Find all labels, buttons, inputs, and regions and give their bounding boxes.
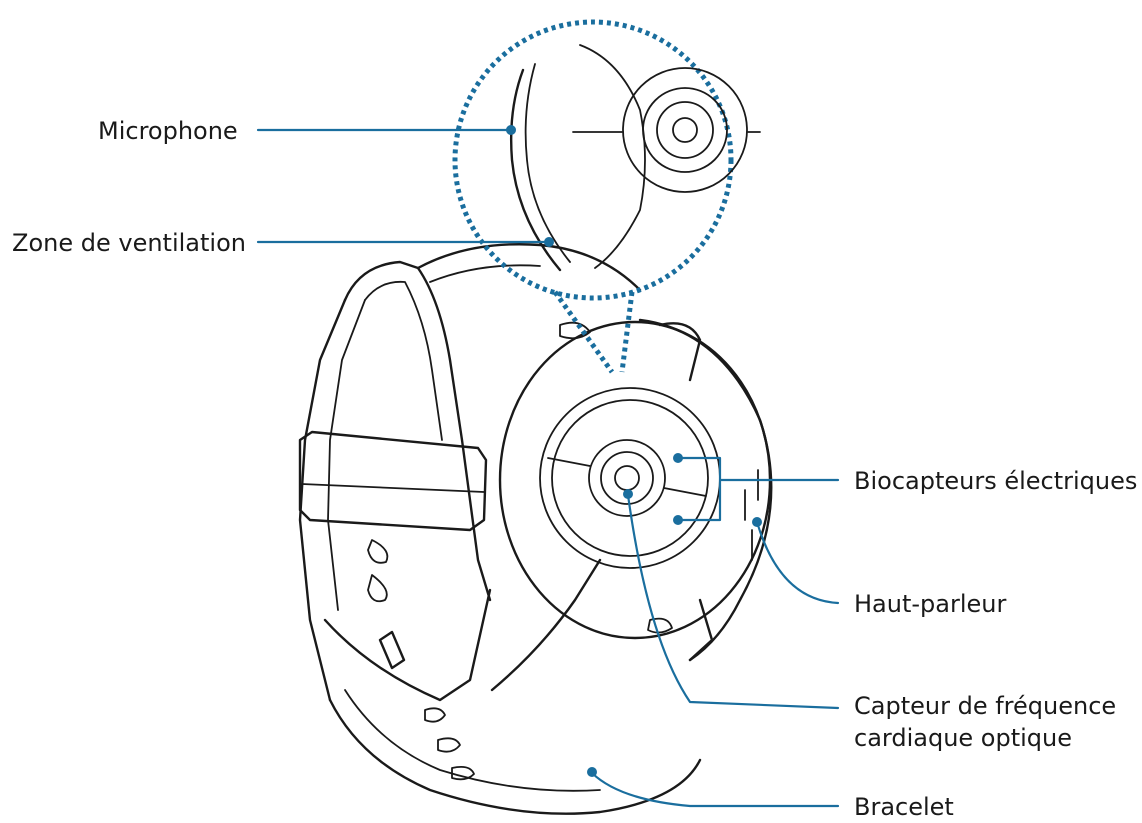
marker-strap (587, 767, 597, 777)
watch-illustration (298, 243, 773, 815)
callouts (256, 125, 840, 808)
label-speaker: Haut-parleur (854, 590, 1006, 618)
label-microphone: Microphone (98, 117, 238, 145)
strap-bracelet (328, 558, 702, 815)
label-hr-sensor-line1: Capteur de fréquence (854, 692, 1116, 720)
zoom-connector-right (619, 291, 635, 373)
watch-body (498, 318, 773, 662)
label-hr-sensor-line2: cardiaque optique (854, 724, 1072, 752)
label-biosensors: Biocapteurs électriques (854, 467, 1137, 495)
marker-microphone (506, 125, 516, 135)
marker-ventilation (544, 237, 554, 247)
label-ventilation: Zone de ventilation (12, 229, 246, 257)
marker-speaker (752, 517, 762, 527)
marker-biosensor-bottom (673, 515, 683, 525)
marker-biosensor-top (673, 453, 683, 463)
zoom-inset (452, 19, 761, 374)
leader-hr-sensor (626, 493, 840, 710)
label-strap: Bracelet (854, 793, 954, 821)
zoom-connector-left (552, 290, 615, 374)
strap-loop (298, 260, 492, 702)
leader-speaker (755, 520, 840, 605)
zoom-circle (452, 19, 734, 301)
leader-strap (590, 771, 840, 808)
marker-hr-sensor (623, 489, 633, 499)
leader-biosensors-bracket (677, 456, 722, 522)
